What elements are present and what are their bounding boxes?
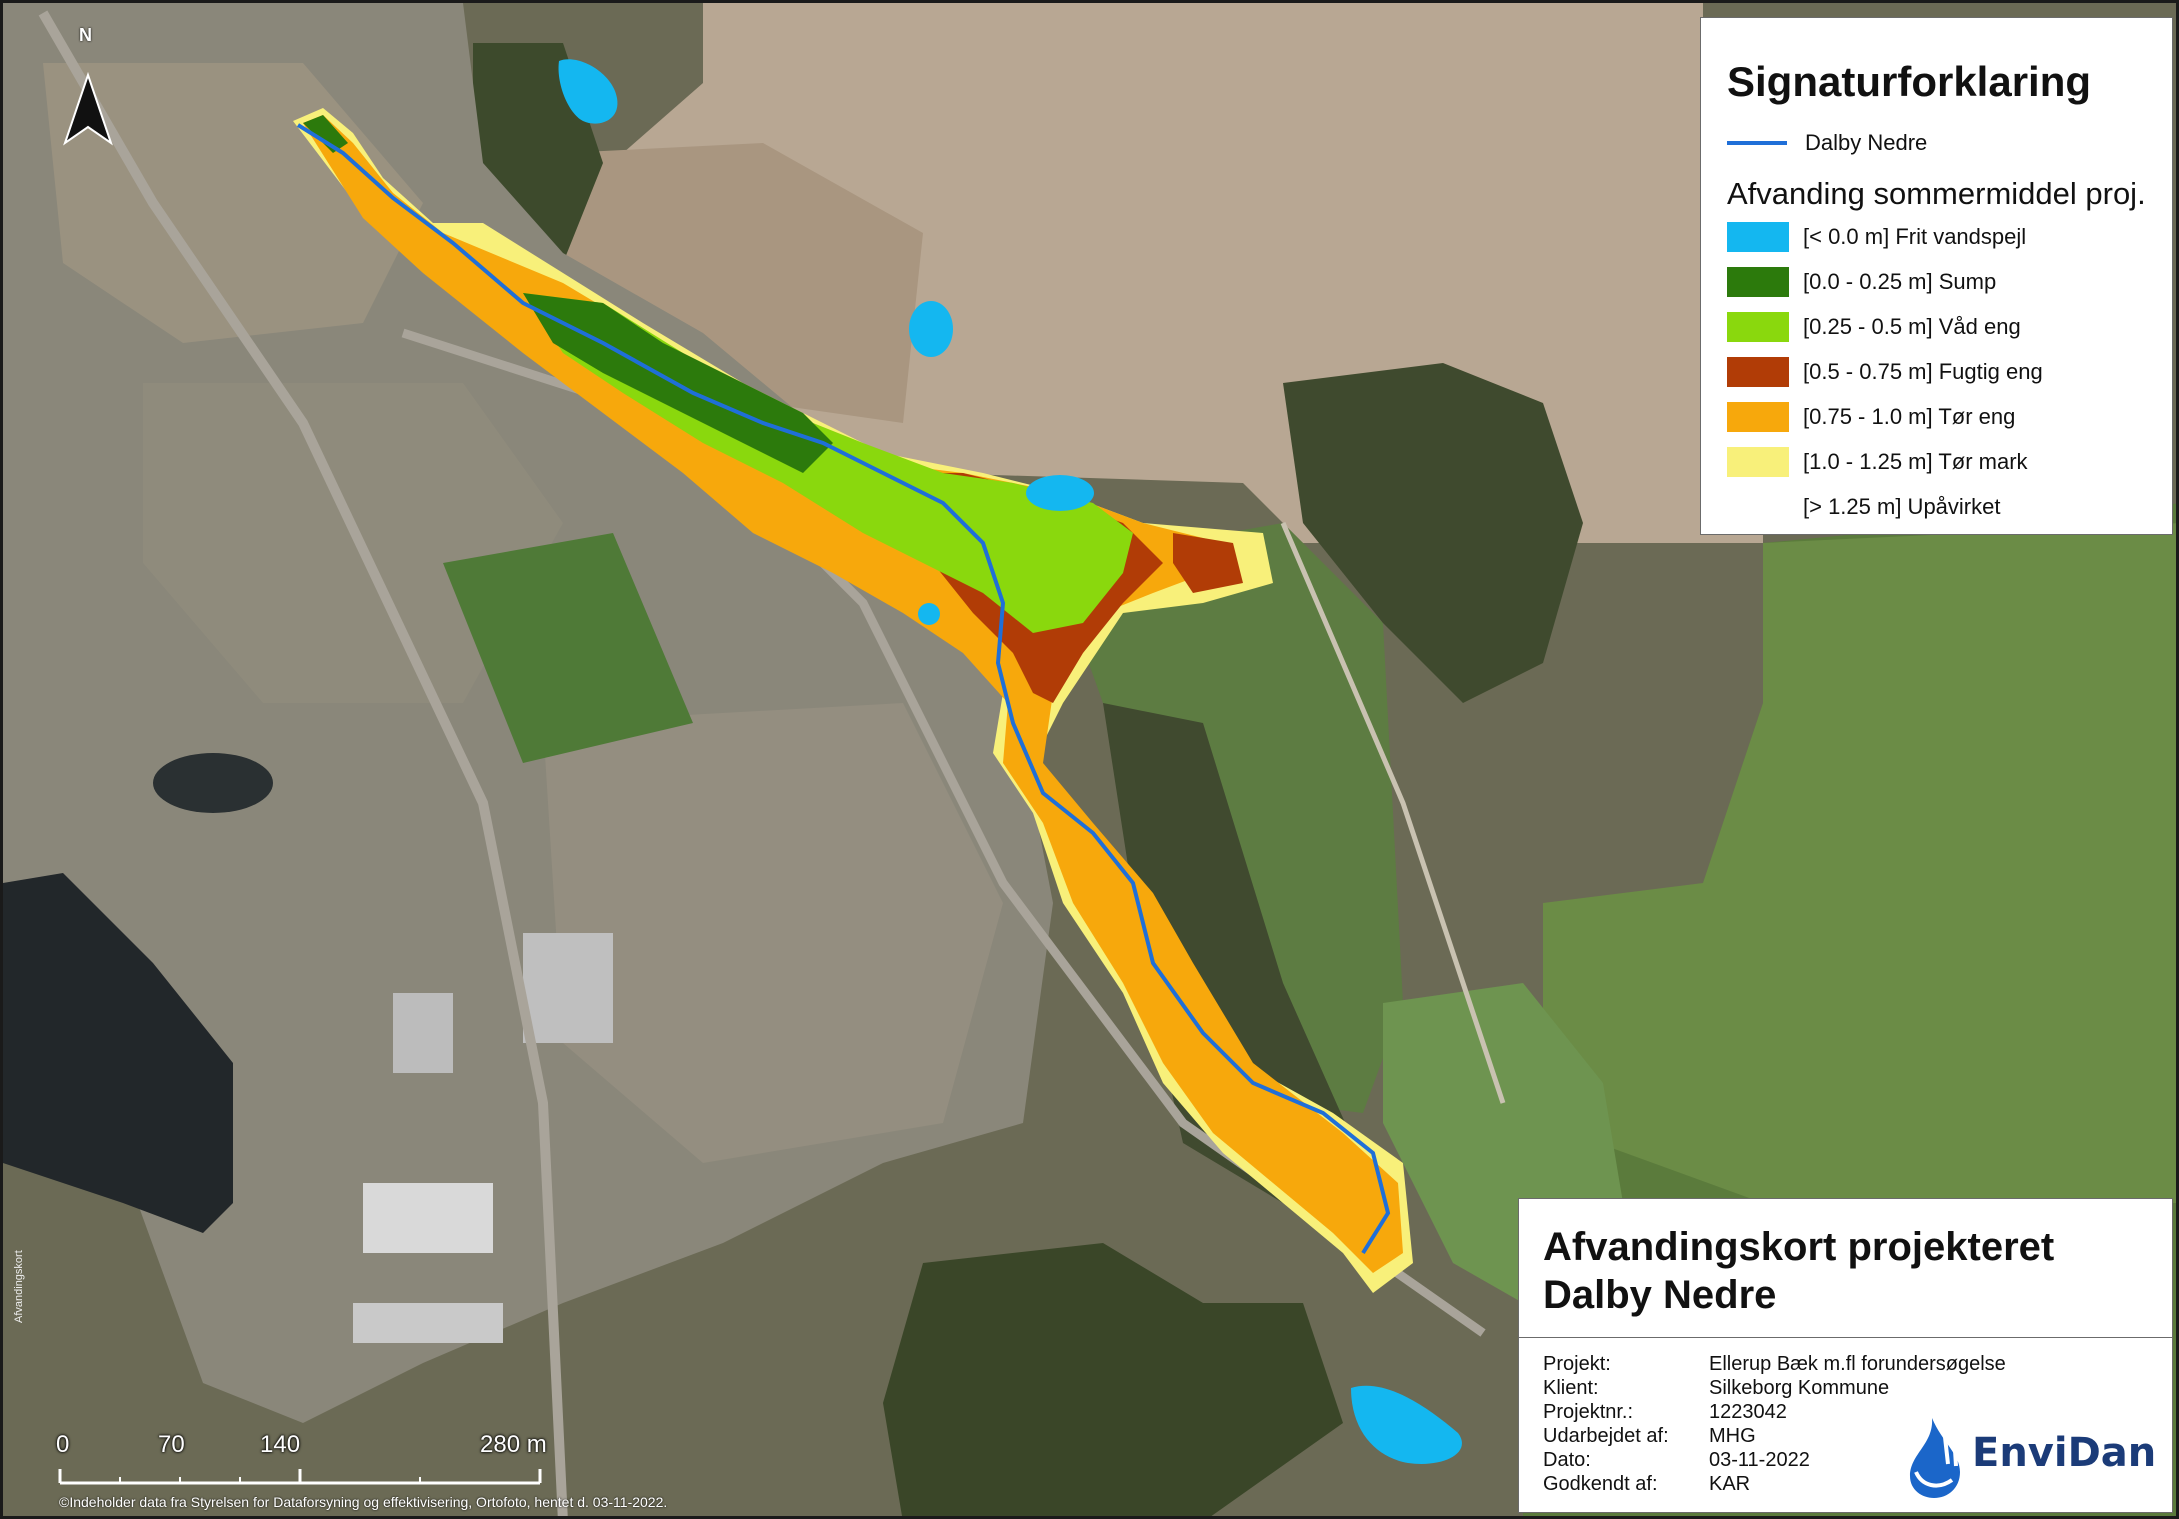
stream-line-symbol — [1727, 141, 1787, 145]
pond-town — [153, 753, 273, 813]
meta-value: 1223042 — [1709, 1401, 1787, 1423]
legend-swatch — [1727, 447, 1789, 477]
scale-tick-label: 280 m — [480, 1431, 547, 1458]
meta-value: MHG — [1709, 1425, 1756, 1447]
legend-swatch — [1727, 402, 1789, 432]
industrial-building — [353, 1303, 503, 1343]
football-pitch — [443, 533, 693, 763]
meta-value: Silkeborg Kommune — [1709, 1377, 1890, 1399]
industrial-building — [363, 1183, 493, 1253]
water-pond-field — [909, 301, 953, 357]
lake-west — [3, 873, 233, 1233]
meta-label: Klient: — [1543, 1377, 1599, 1399]
legend-class-item: [0.75 - 1.0 m] Tør eng — [1727, 402, 2015, 432]
envidan-logo: EnviDan — [1902, 1414, 2162, 1500]
legend-swatch — [1727, 222, 1789, 252]
road-main — [38, 10, 568, 1516]
legend-title: Signaturforklaring — [1727, 58, 2092, 105]
map-legend: Signaturforklaring Dalby Nedre Afvanding… — [1700, 17, 2173, 535]
legend-class-label: [1.0 - 1.25 m] Tør mark — [1803, 449, 2028, 474]
title-divider — [1519, 1337, 2172, 1338]
drainage-tor-eng — [303, 115, 1403, 1273]
legend-subtitle: Afvanding sommermiddel proj. — [1727, 176, 2146, 211]
legend-class-item: [0.5 - 0.75 m] Fugtig eng — [1727, 357, 2043, 387]
title-block: Afvandingskort projekteret Dalby Nedre P… — [1518, 1198, 2173, 1513]
legend-class-item: [> 1.25 m] Upåvirket — [1727, 492, 2000, 522]
forest-south — [883, 1243, 1343, 1516]
water-drop-icon — [1910, 1418, 1960, 1498]
meta-value: Ellerup Bæk m.fl forundersøgelse — [1709, 1353, 2006, 1375]
legend-class-item: [1.0 - 1.25 m] Tør mark — [1727, 447, 2028, 477]
industrial-building — [393, 993, 453, 1073]
meta-label: Udarbejdet af: — [1543, 1425, 1669, 1447]
scale-bar: 0 70 140 280 m — [48, 1431, 568, 1491]
water-pond-south — [1351, 1385, 1462, 1464]
meta-label: Projektnr.: — [1543, 1401, 1634, 1423]
scale-tick-label: 140 — [260, 1431, 301, 1458]
legend-class-item: [0.0 - 0.25 m] Sump — [1727, 267, 1996, 297]
legend-class-label: [0.0 - 0.25 m] Sump — [1803, 269, 1997, 294]
legend-class-item: [0.25 - 0.5 m] Våd eng — [1727, 312, 2021, 342]
drainage-sump-north — [303, 115, 348, 153]
town-blocks-central — [143, 383, 563, 703]
meta-label: Godkendt af: — [1543, 1473, 1658, 1495]
legend-class-label: [0.5 - 0.75 m] Fugtig eng — [1803, 359, 2043, 384]
legend-swatch — [1727, 267, 1789, 297]
legend-class-label: [0.75 - 1.0 m] Tør eng — [1803, 404, 2016, 429]
legend-class-label: [0.25 - 0.5 m] Våd eng — [1803, 314, 2021, 339]
stream-dalby-nedre — [296, 123, 1391, 1255]
legend-class-label: [> 1.25 m] Upåvirket — [1803, 494, 2001, 519]
legend-class-item: [< 0.0 m] Frit vandspejl — [1727, 222, 2026, 252]
scale-tick-label: 0 — [56, 1431, 70, 1458]
industrial-building — [523, 933, 613, 1043]
meta-value: 03-11-2022 — [1709, 1449, 1810, 1471]
meta-label: Dato: — [1543, 1449, 1591, 1471]
water-pond-meadow — [1026, 475, 1094, 511]
meta-label: Projekt: — [1543, 1353, 1611, 1375]
side-label: Afvandingskort — [13, 1250, 25, 1323]
forest-central — [1103, 703, 1363, 1203]
legend-swatch — [1727, 492, 1789, 522]
water-pond-north — [558, 59, 618, 124]
field-green-east-light — [1543, 523, 2176, 1203]
meta-value: KAR — [1709, 1473, 1751, 1495]
data-credit: ©Indeholder data fra Styrelsen for Dataf… — [59, 1494, 668, 1510]
map-title-line1: Afvandingskort projekteret — [1543, 1225, 2055, 1269]
logo-text: EnviDan — [1972, 1430, 2157, 1476]
legend-swatch — [1727, 312, 1789, 342]
drainage-fugtig-eng-east — [1173, 533, 1243, 593]
scale-bar-graphic — [58, 1469, 542, 1485]
town-blocks-south — [543, 703, 1003, 1163]
road-field — [1280, 522, 1506, 1104]
legend-line-label: Dalby Nedre — [1805, 130, 1928, 155]
field-ploughed-west — [563, 143, 923, 423]
legend-line-item: Dalby Nedre — [1727, 128, 1927, 158]
scale-tick-label: 70 — [158, 1431, 185, 1458]
legend-class-label: [< 0.0 m] Frit vandspejl — [1803, 224, 2027, 249]
map-title-line2: Dalby Nedre — [1543, 1273, 1777, 1317]
water-pond-small — [918, 603, 940, 625]
north-label: N — [79, 25, 92, 45]
legend-swatch — [1727, 357, 1789, 387]
forest-east — [1283, 363, 1583, 703]
north-arrow-icon — [63, 71, 113, 146]
